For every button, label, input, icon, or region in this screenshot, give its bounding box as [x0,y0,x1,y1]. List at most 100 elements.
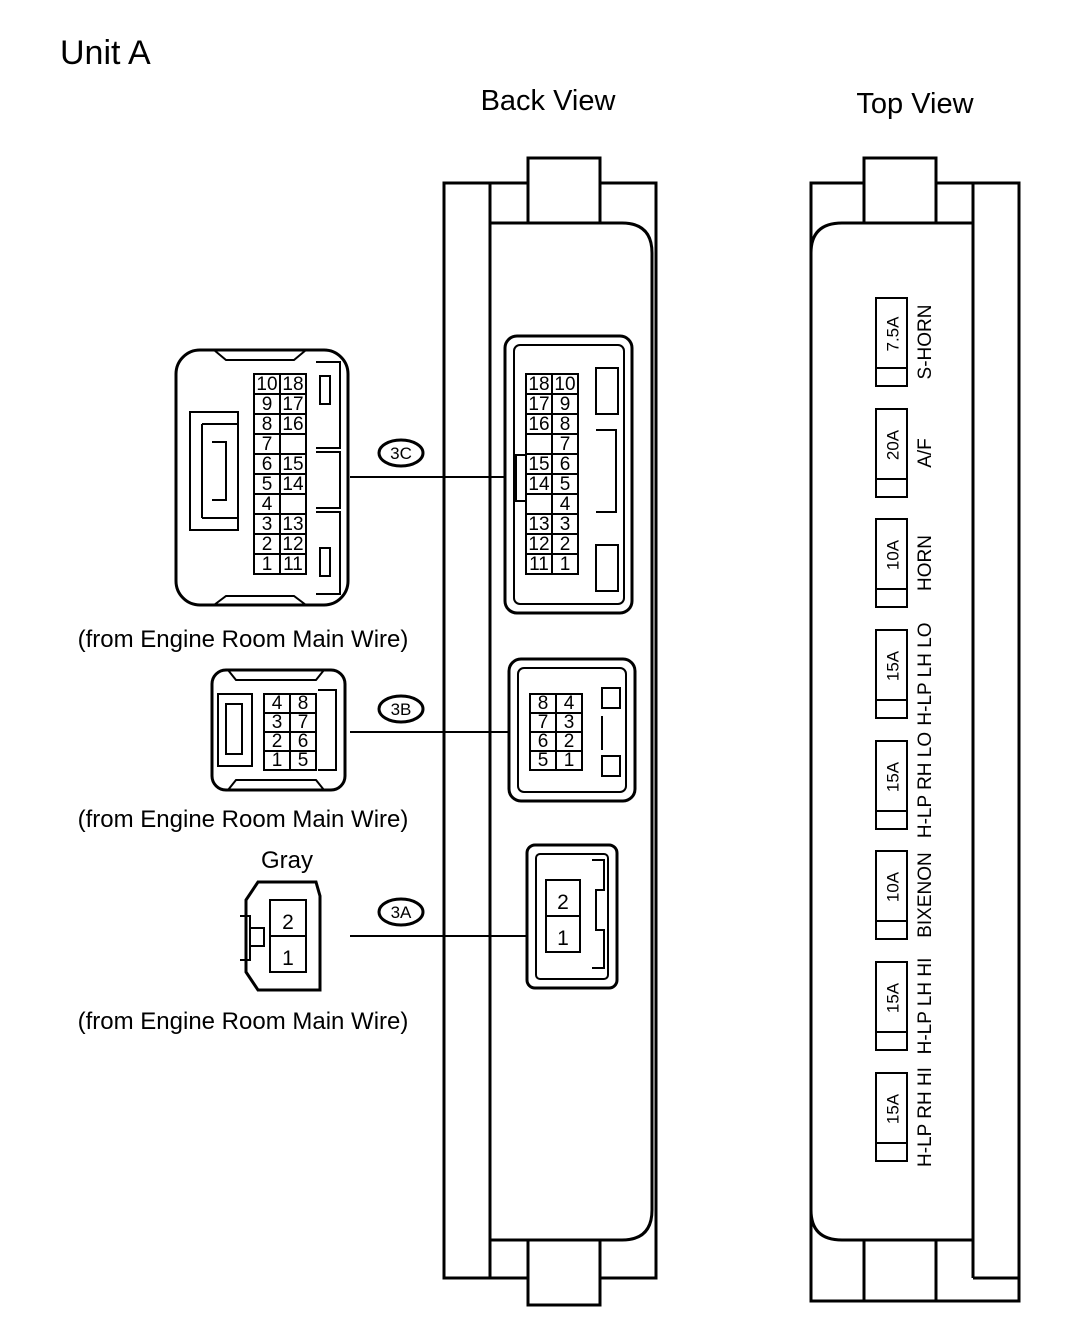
pin-number: 3 [272,712,283,733]
connector-3a-caption: (from Engine Room Main Wire) [78,1008,409,1035]
fuse-rating: 15A [884,982,903,1013]
pin-cavity [279,553,307,575]
leader-3b: 3B [350,694,509,733]
leader-3c: 3C [350,438,505,478]
pin-number: 2 [560,534,571,555]
fuse-slot [875,518,908,608]
fuse-name: S-HORN [915,305,936,380]
pin-number: 1 [262,554,273,575]
connector-3a-pins: 21 [269,899,307,973]
connector-id-3c: 3C [390,444,412,463]
fuse-slot [875,297,908,387]
pin-cavity [545,915,581,953]
pin-cavity [279,493,307,515]
connector-id-3b: 3B [391,700,412,719]
fuse-name: BIXENON [915,852,936,938]
page-title: Unit A [60,34,151,72]
back-connector-3a-pins: 21 [545,879,581,953]
pin-cavity [269,935,307,973]
pin-number: 4 [272,693,283,714]
fuse-slot [875,629,908,719]
pin-cavity [525,433,553,455]
pin-number: 1 [282,947,294,970]
pin-number: 7 [538,712,549,733]
fuse-slot [875,1072,908,1162]
pin-number: 17 [528,394,549,415]
pin-number: 12 [528,534,549,555]
pin-cavity [269,899,307,937]
pin-number: 8 [538,693,549,714]
fuse-rating: 20A [884,429,903,460]
pin-number: 6 [262,454,273,475]
connector-3c-caption: (from Engine Room Main Wire) [78,626,409,653]
pin-number: 1 [564,750,575,771]
connector-3a-color-label: Gray [261,847,313,874]
pin-number: 8 [262,414,273,435]
back-view-label: Back View [481,85,617,117]
fuse-rating: 15A [884,1093,903,1124]
pin-number: 2 [564,731,575,752]
fuse-name: H-LP LH HI [915,958,936,1055]
pin-number: 17 [282,394,303,415]
pin-cavity [289,750,317,771]
pin-number: 2 [272,731,283,752]
pin-number: 16 [282,414,303,435]
pin-number: 8 [298,693,309,714]
fuse-rating: 10A [884,871,903,902]
pin-number: 14 [528,474,550,495]
fuse-slot [875,850,908,940]
fuse-slot [875,408,908,498]
pin-number: 3 [564,712,575,733]
pin-number: 6 [298,731,309,752]
pin-number: 10 [554,374,575,395]
top-view-housing [809,156,1021,1303]
pin-number: 8 [560,414,571,435]
fuse-name: H-LP RH LO [915,732,936,838]
pin-number: 15 [282,454,303,475]
pin-number: 7 [262,434,273,455]
pin-number: 9 [560,394,571,415]
connector-3a-face: 21 [240,880,322,992]
pin-number: 2 [282,911,294,934]
pin-number: 1 [272,750,283,771]
pin-number: 6 [560,454,571,475]
leader-3a: 3A [350,897,527,937]
pin-number: 10 [256,374,277,395]
pin-number: 2 [557,891,569,914]
fuse-rating: 15A [884,761,903,792]
pin-number: 6 [538,731,549,752]
fuse-name: HORN [915,535,936,591]
pin-number: 1 [557,927,569,950]
pin-number: 3 [262,514,273,535]
pin-number: 16 [528,414,549,435]
fuse-slot [875,740,908,830]
fuse-name: H-LP RH HI [915,1067,936,1167]
fuse-name: H-LP LH LO [915,622,936,725]
back-connector-3a: 21 [525,843,619,990]
pin-number: 5 [298,750,309,771]
fuse-rating: 15A [884,650,903,681]
pin-cavity [279,433,307,455]
pin-number: 5 [560,474,571,495]
pin-number: 4 [564,693,575,714]
pin-cavity [525,493,553,515]
fuse-slot [875,961,908,1051]
pin-number: 15 [528,454,549,475]
pin-number: 13 [282,514,303,535]
top-view-label: Top View [856,88,974,120]
pin-number: 4 [262,494,273,515]
pin-number: 13 [528,514,549,535]
pin-number: 2 [262,534,273,555]
connector-id-3a: 3A [391,903,412,922]
fuse-rating: 7.5A [884,316,903,352]
pin-number: 12 [282,534,303,555]
